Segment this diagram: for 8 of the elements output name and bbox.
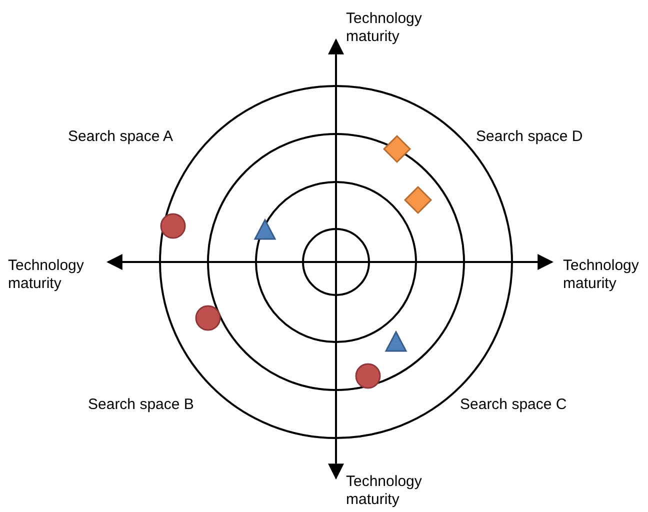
quadrant-label: Search space D bbox=[476, 128, 583, 146]
axis-label: Technology maturity bbox=[563, 257, 640, 293]
axis-label: Technology maturity bbox=[346, 10, 423, 46]
quadrant-label: Search space C bbox=[460, 396, 567, 414]
quadrant-label: Search space B bbox=[88, 396, 194, 414]
axis-label: Technology maturity bbox=[346, 473, 423, 509]
axis-label: Technology maturity bbox=[8, 257, 85, 293]
quadrant-label: Search space A bbox=[68, 128, 174, 146]
